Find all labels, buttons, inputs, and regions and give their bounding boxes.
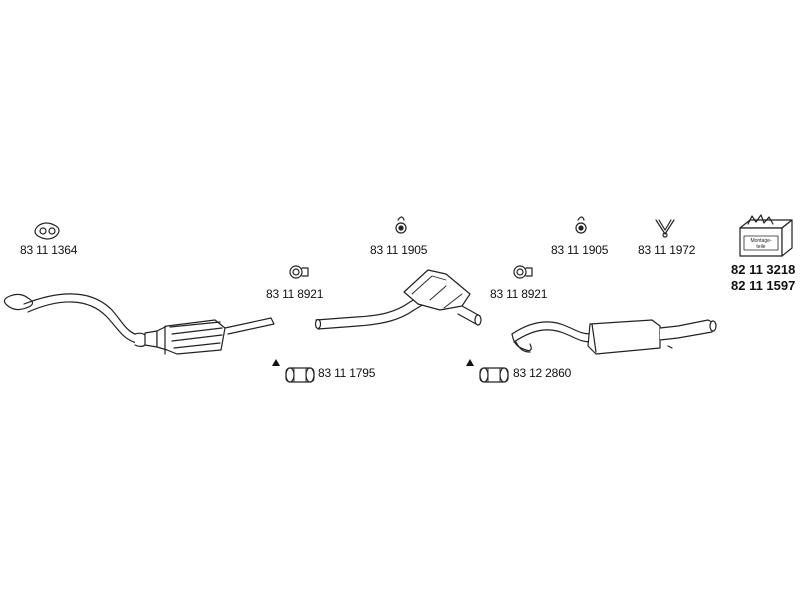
- mounting-kit-box-icon: Montage- teile: [739, 214, 793, 257]
- middle-pipe-silencer: [314, 269, 482, 330]
- part-number-clamp-right: 83 11 8921: [490, 287, 548, 301]
- rubber-hanger-icon: [575, 216, 587, 234]
- part-number-kit-1: 82 11 3218: [731, 262, 796, 277]
- part-number-hanger-mid: 83 11 1905: [370, 243, 428, 257]
- svg-text:Montage-: Montage-: [750, 238, 771, 244]
- rear-muffler-tail-pipe: [511, 319, 717, 355]
- flange-gasket-icon: [34, 222, 60, 240]
- front-pipe-catalytic-converter: [3, 293, 275, 355]
- part-number-connector-right: 83 12 2860: [513, 366, 572, 380]
- part-number-clamp-left: 83 11 8921: [266, 287, 324, 301]
- v-hanger-icon: [655, 219, 675, 238]
- rubber-hanger-icon: [395, 216, 407, 234]
- warning-triangle-icon: [272, 359, 280, 366]
- pipe-connector-icon: [285, 367, 315, 383]
- svg-text:teile: teile: [756, 244, 765, 250]
- part-number-gasket: 83 11 1364: [20, 243, 78, 257]
- part-number-connector-left: 83 11 1795: [318, 366, 376, 380]
- clamp-ring-icon: [513, 265, 533, 279]
- warning-triangle-icon: [466, 359, 474, 366]
- part-number-kit-2: 82 11 1597: [731, 278, 796, 293]
- part-number-hanger-v: 83 11 1972: [638, 243, 696, 257]
- part-number-hanger-rear: 83 11 1905: [551, 243, 609, 257]
- clamp-ring-icon: [289, 265, 309, 279]
- pipe-connector-icon: [479, 367, 509, 383]
